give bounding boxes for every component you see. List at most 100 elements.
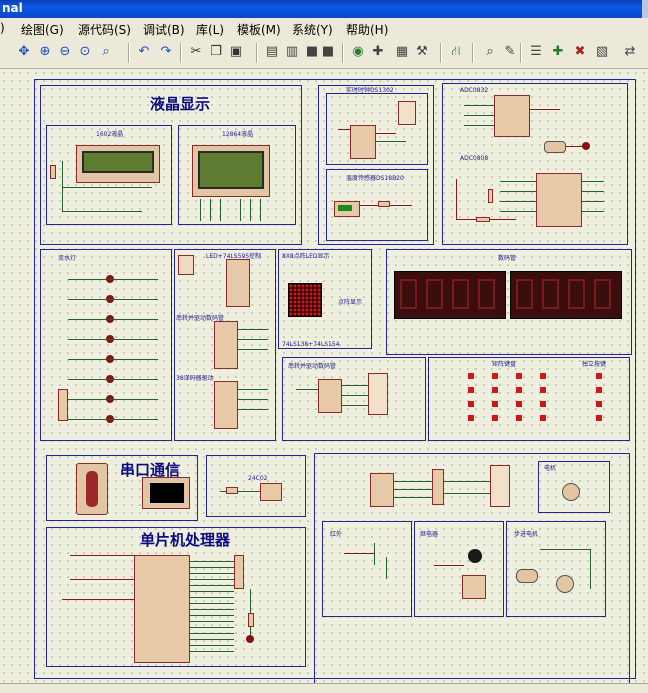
adc0832-chip (494, 95, 530, 137)
property-tool-icon[interactable]: ✎ (504, 44, 516, 59)
matrix-key[interactable] (468, 415, 474, 421)
lcd12864-block (178, 125, 296, 225)
independent-key[interactable] (596, 373, 602, 379)
matrix-key[interactable] (516, 387, 522, 393)
hc595-label: LED+74LS595控制 (206, 253, 262, 260)
window-title: nal (2, 1, 23, 15)
zoom-area-icon[interactable]: ⌕ (102, 44, 110, 59)
block-copy-icon[interactable]: ▤ (265, 44, 279, 59)
matrix-key[interactable] (492, 415, 498, 421)
block-move-icon[interactable]: ▥ (285, 44, 299, 59)
undo-icon[interactable]: ↶ (138, 44, 150, 59)
matrix-key[interactable] (516, 401, 522, 407)
wire (464, 105, 494, 106)
terminal-screen (150, 483, 184, 503)
zoom-all-icon[interactable]: ⊙ (79, 44, 91, 59)
cut-icon[interactable]: ✂ (190, 44, 202, 59)
toolbar-separator (472, 43, 474, 63)
matrix-key[interactable] (492, 373, 498, 379)
menu-item-6[interactable]: 系统(Y) (292, 23, 333, 37)
menu-item-2[interactable]: 源代码(S) (78, 23, 131, 37)
wire (376, 141, 406, 142)
wire (500, 201, 536, 202)
redo-icon[interactable]: ↷ (160, 44, 172, 59)
matrix-key[interactable] (492, 387, 498, 393)
matrix-key[interactable] (540, 415, 546, 421)
independent-key[interactable] (596, 415, 602, 421)
wire (376, 133, 396, 134)
matrix-key[interactable] (468, 401, 474, 407)
independent-key[interactable] (596, 387, 602, 393)
menu-item-1[interactable]: 绘图(G) (21, 23, 64, 37)
wire-autorouter-icon[interactable]: ⛙ (451, 44, 461, 59)
eeprom-chip (260, 483, 282, 501)
wire (590, 549, 591, 589)
zoom-out-icon[interactable]: ⊖ (59, 44, 71, 59)
wire (190, 597, 234, 598)
eeprom-section (206, 455, 306, 517)
wire (190, 567, 234, 568)
led-matrix (288, 283, 322, 317)
digit (568, 279, 585, 309)
wire (342, 405, 368, 406)
decompose-icon[interactable]: ⚒ (416, 44, 428, 59)
matrix-key[interactable] (468, 373, 474, 379)
lcd-section-title: 液晶显示 (150, 95, 211, 113)
matrix-key[interactable] (540, 387, 546, 393)
make-device-icon[interactable]: ✚ (372, 44, 384, 59)
shift-register-chip-2 (370, 473, 394, 507)
wire (190, 585, 234, 586)
netlist-icon[interactable]: ⇄ (624, 44, 636, 59)
new-sheet-icon[interactable]: ✚ (552, 44, 564, 59)
remove-sheet-icon[interactable]: ✖ (574, 44, 586, 59)
menu-item-4[interactable]: 库(L) (196, 23, 225, 37)
paste-icon[interactable]: ▣ (229, 44, 243, 59)
serial-driver-section (282, 357, 426, 441)
block-rotate-icon[interactable]: ■ (305, 44, 319, 59)
menu-item-5[interactable]: 模板(M) (237, 23, 281, 37)
bill-of-materials-icon[interactable]: ▧ (595, 44, 609, 59)
potentiometer (50, 165, 56, 179)
wire (582, 191, 604, 192)
driver-section (174, 249, 276, 441)
block-delete-icon[interactable]: ■ (321, 44, 335, 59)
wire (190, 627, 234, 628)
resistor (476, 217, 490, 222)
stepper-motor (556, 575, 574, 593)
menu-item-0[interactable]: ) (0, 21, 5, 35)
wire (62, 599, 134, 600)
hc164-label: 串转并驱动数码管 (176, 315, 225, 322)
matrix-key[interactable] (516, 373, 522, 379)
led-section (40, 249, 172, 441)
zoom-in-icon[interactable]: ⊕ (39, 44, 51, 59)
package-icon[interactable]: ▦ (395, 44, 409, 59)
relay-label: 继电器 (420, 531, 439, 538)
independent-keys-label: 独立按键 (582, 361, 607, 368)
design-explorer-icon[interactable]: ☰ (530, 44, 542, 59)
wire (500, 181, 536, 182)
pick-device-icon[interactable]: ◉ (352, 44, 364, 59)
matrix-key[interactable] (516, 415, 522, 421)
schematic-canvas[interactable]: 液晶显示 1602液晶 12864液晶 实时时钟DS1302 温度传感器DS18… (0, 69, 648, 689)
digit (452, 279, 469, 309)
shift-register-chip (318, 379, 342, 413)
copy-icon[interactable]: ❐ (210, 44, 222, 59)
wire (444, 493, 490, 494)
menu-item-7[interactable]: 帮助(H) (346, 23, 389, 37)
toolbar-separator (342, 43, 344, 63)
matrix-key[interactable] (540, 373, 546, 379)
wire (238, 339, 268, 340)
search-tag-icon[interactable]: ⌕ (486, 44, 494, 59)
matrix-key[interactable] (492, 401, 498, 407)
matrix-key[interactable] (540, 401, 546, 407)
toolbar-separator (440, 43, 442, 63)
keys-section (428, 357, 630, 441)
matrix-key[interactable] (468, 387, 474, 393)
window-control-edge[interactable] (642, 0, 648, 18)
move-icon[interactable]: ✥ (18, 44, 30, 59)
wire (344, 553, 374, 554)
matrix-label: 8X8点阵LED显示 (282, 253, 330, 260)
wire (556, 146, 586, 147)
independent-key[interactable] (596, 401, 602, 407)
menu-item-3[interactable]: 调试(B) (143, 23, 185, 37)
